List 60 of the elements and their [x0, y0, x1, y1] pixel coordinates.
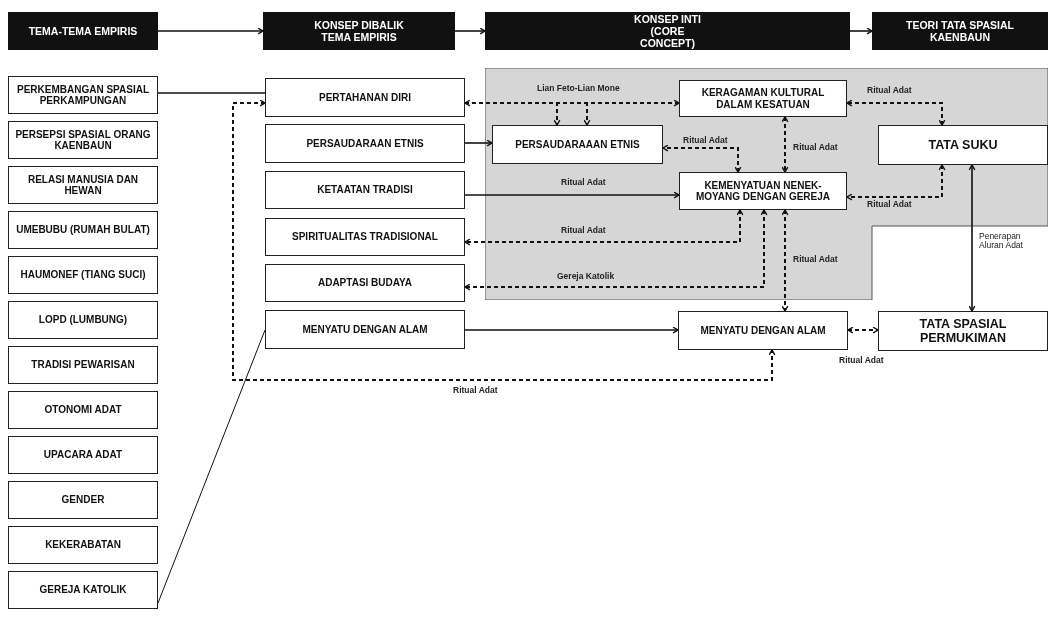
edge-label: Ritual Adat	[560, 226, 607, 236]
concept-box: ADAPTASI BUDAYA	[265, 264, 465, 302]
concept-box: PERSAUDARAAN ETNIS	[265, 124, 465, 163]
arrow	[454, 27, 486, 35]
concept-box: KEKERABATAN	[8, 526, 158, 564]
concept-box: RELASI MANUSIA DAN HEWAN	[8, 166, 158, 204]
concept-box: GENDER	[8, 481, 158, 519]
concept-box: GEREJA KATOLIK	[8, 571, 158, 609]
column-header: TEMA-TEMA EMPIRIS	[8, 12, 158, 50]
arrow	[464, 326, 679, 334]
shaded-region	[485, 68, 1048, 300]
arrow	[662, 144, 742, 173]
concept-box: PERSAUDARAAAN ETNIS	[492, 125, 663, 164]
arrow	[157, 27, 264, 35]
column-header: KONSEP INTI (CORE CONCEPT)	[485, 12, 850, 50]
concept-box: HAUMONEF (TIANG SUCI)	[8, 256, 158, 294]
concept-box: SPIRITUALITAS TRADISIONAL	[265, 218, 465, 256]
edge-label: Ritual Adat	[866, 86, 913, 96]
edge-label: Ritual Adat	[838, 356, 885, 366]
edge-label: Ritual Adat	[682, 136, 729, 146]
arrow	[846, 99, 946, 126]
edge-label: Ritual Adat	[792, 255, 839, 265]
concept-box: OTONOMI ADAT	[8, 391, 158, 429]
arrow	[464, 139, 493, 147]
edge-label: Lian Feto-Lian Mone	[536, 84, 621, 94]
arrow	[464, 191, 680, 199]
concept-box: KEMENYATUAN NENEK-MOYANG DENGAN GEREJA	[679, 172, 847, 210]
arrow	[583, 102, 680, 126]
concept-box: MENYATU DENGAN ALAM	[265, 310, 465, 349]
edge-label: Gereja Katolik	[556, 272, 616, 282]
arrow	[781, 116, 789, 173]
connector-line	[157, 92, 266, 94]
concept-box: LOPD (LUMBUNG)	[8, 301, 158, 339]
edge-label: Ritual Adat	[792, 143, 839, 153]
concept-box: TRADISI PEWARISAN	[8, 346, 158, 384]
arrow	[232, 99, 776, 381]
arrow	[846, 164, 946, 201]
concept-box: UMEBUBU (RUMAH BULAT)	[8, 211, 158, 249]
edge-label: Ritual Adat	[560, 178, 607, 188]
arrow	[849, 27, 873, 35]
column-header: TEORI TATA SPASIAL KAENBAUN	[872, 12, 1048, 50]
edge-label: Ritual Adat	[452, 386, 499, 396]
column-header: KONSEP DIBALIK TEMA EMPIRIS	[263, 12, 455, 50]
arrow	[464, 209, 768, 291]
edge-label: Ritual Adat	[866, 200, 913, 210]
concept-box: KERAGAMAN KULTURAL DALAM KESATUAN	[679, 80, 847, 117]
concept-box: MENYATU DENGAN ALAM	[678, 311, 848, 350]
arrow	[464, 99, 680, 107]
arrow	[847, 326, 879, 334]
arrow	[464, 209, 744, 246]
concept-box: TATA SUKU	[878, 125, 1048, 165]
concept-box: UPACARA ADAT	[8, 436, 158, 474]
concept-box: TATA SPASIAL PERMUKIMAN	[878, 311, 1048, 351]
concept-box: PERSEPSI SPASIAL ORANG KAENBAUN	[8, 121, 158, 159]
concept-box: KETAATAN TRADISI	[265, 171, 465, 209]
arrow	[968, 164, 976, 312]
concept-box: PERTAHANAN DIRI	[265, 78, 465, 117]
concept-box: PERKEMBANGAN SPASIAL PERKAMPUNGAN	[8, 76, 158, 114]
arrow	[781, 209, 789, 312]
connector-line	[157, 329, 266, 604]
